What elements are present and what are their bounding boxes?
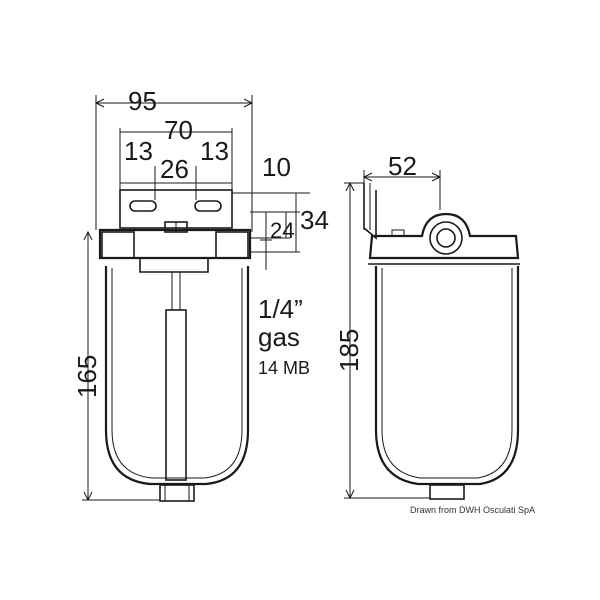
port-type: gas	[258, 322, 300, 352]
outlet-port	[215, 231, 249, 259]
side-port-inner	[436, 228, 456, 248]
dim-13-left: 13	[124, 136, 153, 166]
filter-head	[98, 228, 252, 260]
right-slot	[194, 200, 222, 212]
side-port-outer	[429, 221, 463, 255]
dim-10: 10	[262, 152, 291, 182]
drain-nut	[159, 484, 195, 502]
dim-185: 185	[334, 329, 364, 372]
dim-34: 34	[300, 205, 329, 235]
bowl-inner	[111, 268, 243, 479]
dim-95: 95	[128, 86, 157, 116]
front-view	[82, 95, 310, 502]
dim-165: 165	[72, 355, 102, 398]
bracket	[363, 183, 377, 240]
side-bowl	[374, 266, 520, 486]
dim-13-right: 13	[200, 136, 229, 166]
filter-bowl	[104, 266, 250, 486]
head-neck	[139, 258, 209, 273]
side-drain-nut	[429, 484, 465, 500]
port-thread: 1/4”	[258, 294, 303, 324]
side-bowl-inner	[381, 268, 513, 479]
center-tube	[165, 309, 187, 481]
inlet-port	[101, 231, 135, 259]
credit-text: Drawn from DWH Osculati SpA	[410, 505, 535, 515]
port-rating: 14 MB	[258, 358, 310, 378]
dim-70: 70	[164, 115, 193, 145]
side-view	[344, 170, 520, 500]
dim-52: 52	[388, 151, 417, 181]
dim-26: 26	[160, 154, 189, 184]
left-slot	[129, 200, 157, 212]
dim-24: 24	[270, 218, 294, 243]
side-head	[368, 212, 520, 260]
